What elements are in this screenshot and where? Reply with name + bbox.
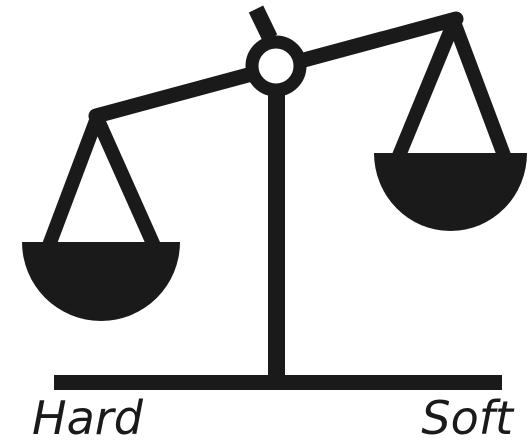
hard-label: Hard [32,392,143,444]
scale-post [268,80,285,380]
scale-pivot [252,42,300,90]
right-pan-hanger [398,22,505,158]
left-pan [22,242,180,321]
soft-label: Soft [421,392,513,444]
left-pan-hanger [48,118,155,248]
right-pan [374,153,527,231]
scale-handle [256,9,270,38]
